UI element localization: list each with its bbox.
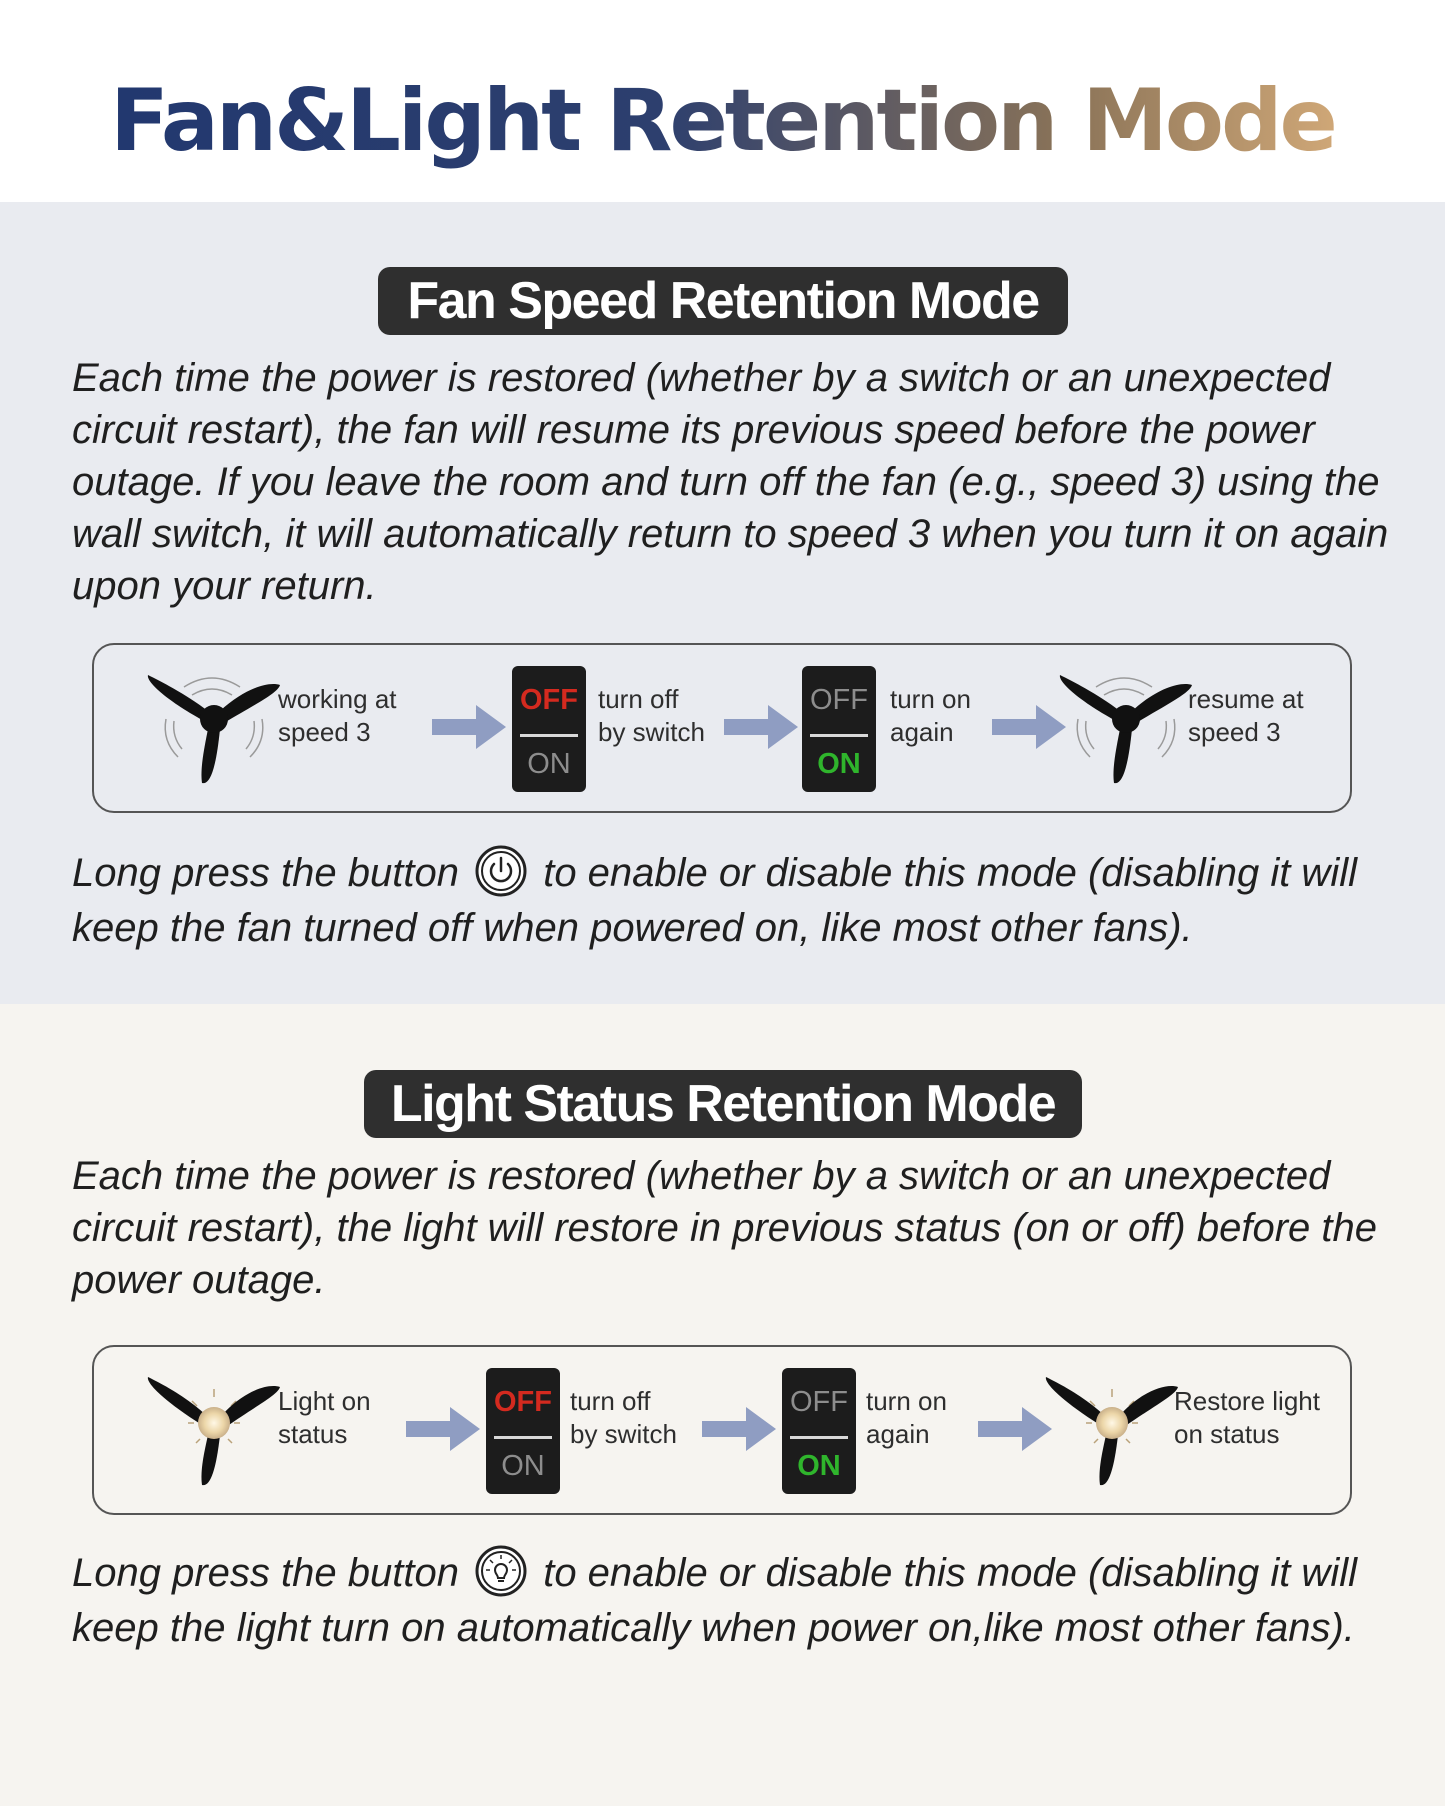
fan-light-on-icon [147, 1377, 280, 1486]
fan-speed-section: Fan Speed Retention Mode Each time the p… [0, 202, 1445, 1004]
light-section-heading: Light Status Retention Mode [364, 1070, 1082, 1138]
power-icon [475, 845, 527, 897]
arrow-right-icon [978, 1407, 1052, 1451]
wall-switch-on-icon: OFF ON [782, 1368, 856, 1494]
wall-switch-off-icon: OFF ON [512, 666, 586, 792]
light-section-description: Each time the power is restored (whether… [72, 1154, 1377, 1302]
fan-light-on-icon [1045, 1377, 1178, 1486]
arrow-right-icon [724, 705, 798, 749]
arrow-right-icon [406, 1407, 480, 1451]
arrow-right-icon [702, 1407, 776, 1451]
wall-switch-on-icon: OFF ON [802, 666, 876, 792]
page-title: Fan&Light Retention Mode [110, 71, 1338, 171]
light-bulb-icon [475, 1545, 527, 1597]
arrow-right-icon [432, 705, 506, 749]
fan-section-description: Each time the power is restored (whether… [72, 356, 1389, 608]
light-status-section: Light Status Retention Mode Each time th… [0, 1004, 1445, 1806]
fan-section-heading: Fan Speed Retention Mode [378, 267, 1068, 335]
spinning-fan-icon [1059, 675, 1192, 784]
spinning-fan-icon [147, 675, 280, 784]
fan-mode-note: Long press the button to enable or disab… [72, 844, 1392, 956]
title-band: Fan&Light Retention Mode [0, 0, 1445, 202]
wall-switch-off-icon: OFF ON [486, 1368, 560, 1494]
light-mode-note: Long press the button to enable or disab… [72, 1544, 1392, 1656]
arrow-right-icon [992, 705, 1066, 749]
